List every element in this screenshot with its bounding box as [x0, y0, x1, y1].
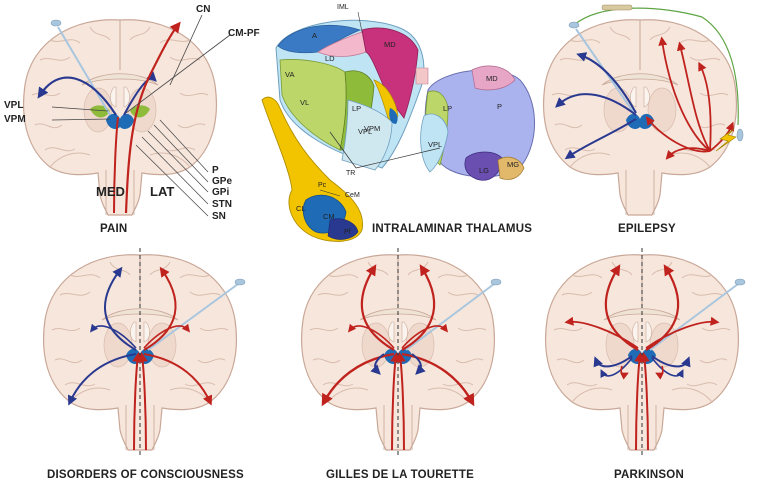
label-sn: SN	[212, 211, 226, 222]
caption-disorders-of-consciousness: DISORDERS OF CONSCIOUSNESS	[47, 469, 244, 481]
caption-epilepsy: EPILEPSY	[618, 223, 676, 235]
label-va: VA	[285, 70, 295, 79]
label-gpi: GPi	[212, 187, 230, 198]
label-lp: LP	[352, 104, 362, 113]
label-p: P	[212, 165, 219, 176]
label-cl: CL	[296, 204, 306, 213]
label-mg: MG	[507, 160, 520, 169]
label-vpl-3d: VPL	[358, 127, 373, 136]
label-vpl: VPL	[4, 100, 24, 111]
label-vpl-side: VPL	[428, 140, 443, 149]
label-cm: CM	[323, 212, 335, 221]
pain-panel	[22, 14, 231, 217]
epilepsy-panel	[542, 4, 744, 216]
label-lg: LG	[479, 166, 490, 175]
tourette-panel	[300, 248, 502, 458]
label-iml: IML	[337, 4, 349, 11]
label-tr: TR	[346, 170, 356, 177]
label-p-side: P	[497, 102, 503, 111]
caption-pain: PAIN	[100, 223, 128, 235]
label-a: A	[312, 31, 318, 40]
label-pc: Pc	[318, 182, 327, 189]
label-vpm: VPM	[4, 114, 26, 125]
label-vpm-3d: VPM	[364, 124, 381, 133]
label-cm-pf: CM-PF	[228, 28, 260, 39]
label-ld: LD	[325, 54, 335, 63]
label-cn: CN	[196, 4, 211, 15]
label-lp-side: LP	[443, 104, 453, 113]
caption-parkinson: PARKINSON	[614, 469, 684, 481]
label-md-side: MD	[486, 74, 498, 83]
thalamus-model	[261, 11, 535, 242]
label-med: MED	[96, 184, 125, 199]
consciousness-panel	[42, 248, 246, 458]
label-md: MD	[384, 40, 396, 49]
label-lat: LAT	[150, 184, 175, 199]
label-vl: VL	[300, 98, 310, 107]
caption-gilles-de-la-tourette: GILLES DE LA TOURETTE	[326, 469, 474, 481]
label-cem: CeM	[345, 192, 360, 199]
parkinson-panel	[544, 248, 746, 458]
label-pf: Pf	[344, 229, 351, 236]
caption-intralaminar-thalamus: INTRALAMINAR THALAMUS	[372, 223, 533, 235]
label-stn: STN	[212, 199, 232, 210]
label-gpe: GPe	[212, 176, 233, 187]
